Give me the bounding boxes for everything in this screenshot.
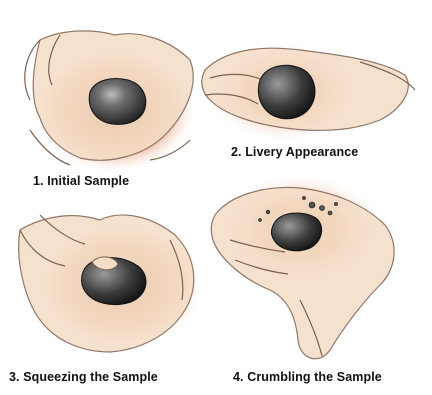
caption-initial-sample: 1. Initial Sample bbox=[33, 174, 129, 188]
rock-2 bbox=[258, 65, 315, 118]
panel-4-crumbling bbox=[211, 175, 394, 359]
caption-crumbling: 4. Crumbling the Sample bbox=[233, 370, 382, 384]
rock-1 bbox=[89, 79, 146, 125]
rock-4 bbox=[271, 213, 321, 251]
caption-squeezing: 3. Squeezing the Sample bbox=[9, 370, 158, 384]
panel-2-livery-appearance bbox=[202, 44, 415, 140]
panel-1-initial-sample bbox=[25, 31, 195, 172]
panel-3-squeezing bbox=[19, 215, 202, 352]
caption-livery-appearance: 2. Livery Appearance bbox=[231, 145, 358, 159]
